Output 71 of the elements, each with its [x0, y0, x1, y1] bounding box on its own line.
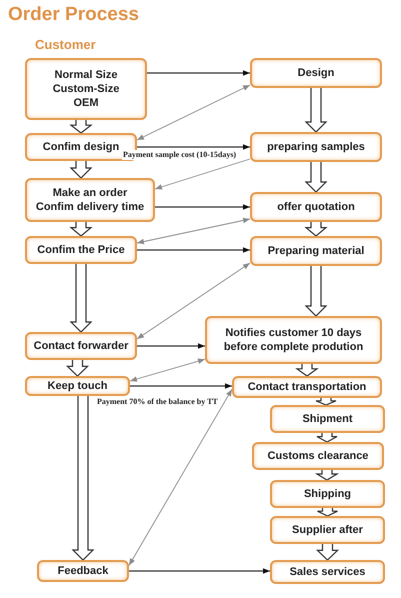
process-box — [270, 480, 385, 508]
block-arrow — [304, 87, 328, 133]
arrow — [136, 262, 250, 340]
arrow — [137, 247, 250, 253]
box-label: Design — [298, 66, 334, 80]
arrow — [130, 358, 206, 382]
block-arrow — [316, 543, 339, 561]
box-label: Confim the Price — [37, 243, 125, 257]
box-label: Notifies customer 10 days before complete prodution — [222, 326, 364, 354]
block-arrow — [304, 265, 328, 317]
block-arrow — [304, 161, 328, 193]
arrow — [136, 218, 250, 244]
edge-label: Payment sample cost (10-15days) — [122, 150, 238, 160]
box-label: Supplier after — [292, 523, 363, 537]
process-box — [37, 560, 129, 582]
box-label: Feedback — [58, 564, 108, 578]
process-box — [25, 236, 137, 264]
box-label: Custom-Size — [52, 82, 120, 96]
box-label: Confim design — [42, 140, 120, 154]
process-box — [205, 316, 382, 364]
box-label: Contact transportation — [248, 380, 366, 394]
box-label: Shipping — [304, 487, 352, 501]
box-label: Customs clearance — [268, 449, 368, 463]
edge-label: Payment 70% of the balance by TT — [96, 397, 219, 407]
process-box — [232, 376, 382, 398]
box-label: Confim delivery time — [36, 200, 144, 214]
title: Order Process — [8, 4, 139, 26]
block-arrow — [70, 160, 92, 179]
box-label: OEM — [73, 96, 99, 110]
block-arrow — [69, 119, 93, 134]
process-box — [252, 442, 384, 470]
box-label: Keep touch — [48, 379, 108, 393]
block-arrow — [304, 221, 328, 237]
block-arrow — [70, 263, 92, 333]
process-box — [25, 332, 137, 360]
process-box — [250, 192, 382, 222]
arrow — [128, 388, 232, 566]
box-label: Shipment — [302, 412, 353, 426]
arrow — [136, 84, 250, 140]
arrow — [137, 144, 250, 150]
process-box — [250, 58, 382, 88]
arrow — [154, 158, 250, 190]
block-arrow — [314, 469, 340, 481]
process-box — [270, 560, 385, 584]
arrow — [147, 70, 250, 76]
arrow — [130, 383, 232, 389]
box-label: offer quotation — [277, 200, 355, 214]
block-arrow — [66, 359, 89, 377]
arrow — [129, 568, 270, 574]
arrow — [155, 204, 250, 210]
box-label: Make an order — [52, 186, 128, 200]
process-box — [270, 516, 385, 544]
block-arrow — [316, 507, 338, 517]
box-label: Preparing material — [268, 244, 364, 258]
column-heading: Customer — [35, 37, 96, 52]
box-label: Contact forwarder — [34, 339, 128, 353]
process-box — [250, 132, 382, 162]
process-box — [270, 405, 385, 433]
block-arrow — [69, 221, 93, 237]
block-arrow — [315, 397, 337, 406]
block-arrow — [72, 395, 94, 561]
arrow — [137, 343, 205, 349]
box-label: Normal Size — [54, 68, 118, 82]
block-arrow — [295, 363, 319, 377]
process-box — [25, 376, 130, 396]
box-label: preparing samples — [267, 140, 365, 154]
process-box — [25, 178, 155, 222]
process-box — [25, 58, 147, 120]
block-arrow — [316, 432, 338, 443]
box-label: Sales services — [290, 565, 366, 579]
process-box — [250, 236, 382, 266]
